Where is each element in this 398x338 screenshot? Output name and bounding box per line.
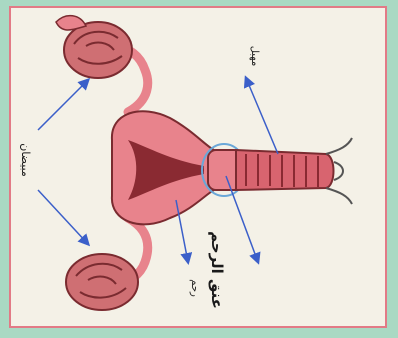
- arrow-vagina: [246, 78, 278, 154]
- ovary-lower: [66, 254, 138, 310]
- label-uterus: رحم: [189, 279, 200, 297]
- label-vagina: مهبل: [249, 46, 260, 67]
- arrow-ovary-upper: [38, 80, 88, 130]
- arrow-ovary-lower: [38, 190, 88, 244]
- label-ovaries: مبيضان: [19, 143, 32, 177]
- label-uterine-neck: عنق الرحم: [208, 231, 226, 309]
- ovary-upper: [56, 16, 132, 78]
